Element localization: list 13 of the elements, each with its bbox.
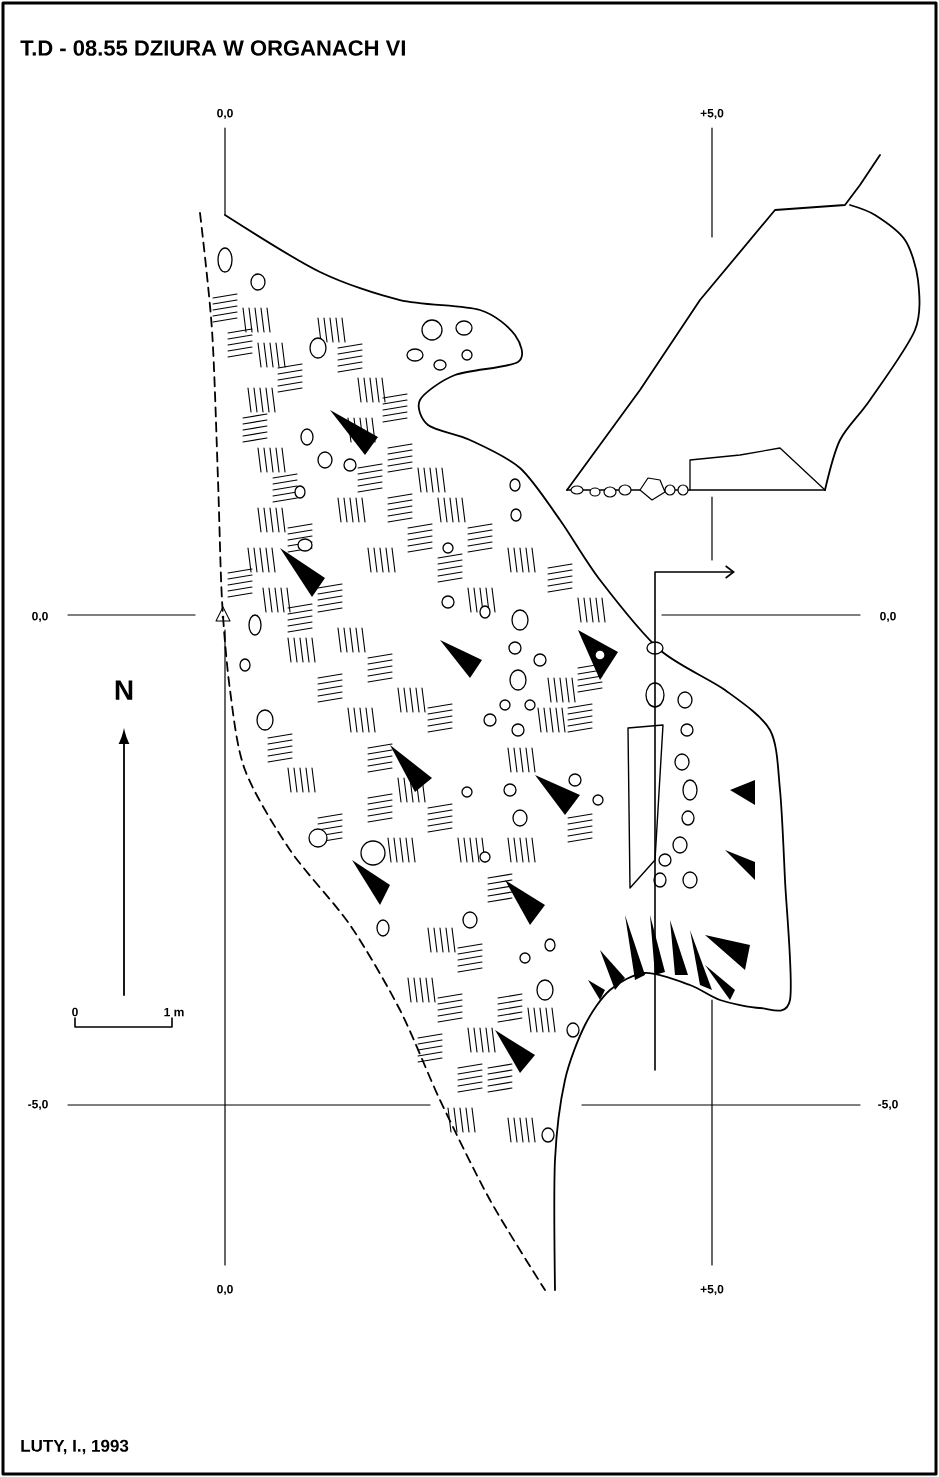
coordinate-label: 0,0	[217, 108, 233, 120]
coordinate-label: 0,0	[217, 1284, 233, 1296]
coordinate-label: 0,0	[880, 611, 896, 623]
scale-label: 1 m	[164, 1007, 184, 1017]
author-credit: LUTY, I., 1993	[21, 1439, 129, 1455]
coordinate-label: -5,0	[28, 1099, 48, 1111]
coordinate-label: +5,0	[700, 1284, 724, 1296]
scale-label: 0	[72, 1007, 78, 1017]
coordinate-label: +5,0	[700, 108, 724, 120]
north-letter: N	[115, 680, 133, 700]
coordinate-label: -5,0	[878, 1099, 898, 1111]
coordinate-label: 0,0	[32, 611, 48, 623]
title: T.D - 08.55 DZIURA W ORGANACH VI	[20, 40, 405, 56]
